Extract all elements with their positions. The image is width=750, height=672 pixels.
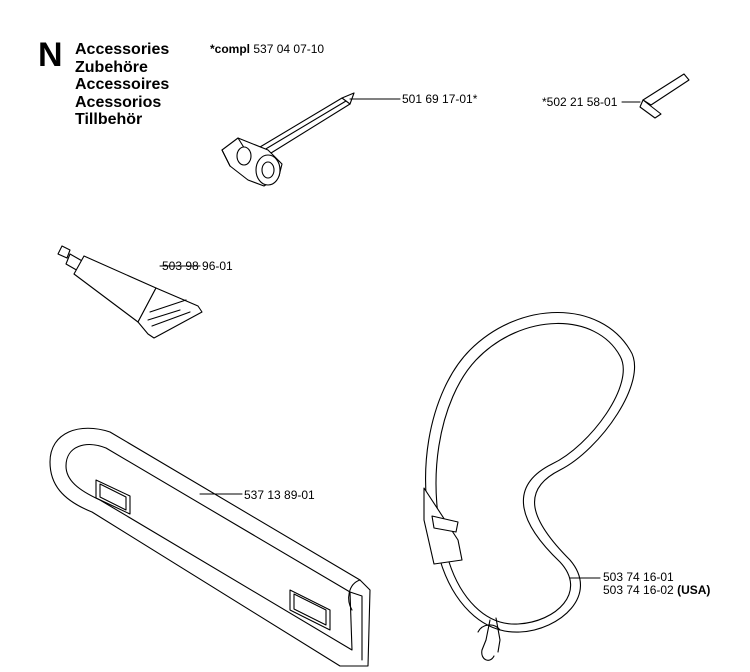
part-number-harness-2: 503 74 16-02 xyxy=(603,583,674,597)
complete-kit-note: *compl 537 04 07-10 xyxy=(210,43,324,56)
part-number-allen-key: *502 21 58-01 xyxy=(542,95,618,109)
combination-spanner-drawing xyxy=(221,92,401,187)
part-number-bar-guard: 537 13 89-01 xyxy=(244,488,315,502)
title-french: Accessoires xyxy=(75,76,170,93)
compl-part-number: 537 04 07-10 xyxy=(253,42,325,56)
title-swedish: Tillbehör xyxy=(75,111,143,128)
grease-tube-drawing xyxy=(57,245,203,339)
bar-guard-drawing xyxy=(49,427,371,667)
part-number-grease-tube: 503 98 96-01 xyxy=(162,259,233,273)
allen-key-drawing xyxy=(621,73,690,119)
title-portuguese: Acessorios xyxy=(75,93,162,111)
part-number-harness-2-line: 503 74 16-02 (USA) xyxy=(603,584,710,597)
part-number-harness-1: 503 74 16-01 xyxy=(603,570,674,584)
title-german: Zubehöre xyxy=(75,58,148,76)
section-letter: N xyxy=(38,36,63,74)
title-english: Accessories xyxy=(75,41,170,58)
usa-marker: (USA) xyxy=(677,583,711,597)
section-titles: Accessories Zubehöre Accessoires Acessor… xyxy=(75,41,169,129)
harness-drawing xyxy=(423,312,636,661)
compl-prefix: *compl xyxy=(210,42,251,56)
part-number-spanner: 501 69 17-01* xyxy=(402,92,478,106)
